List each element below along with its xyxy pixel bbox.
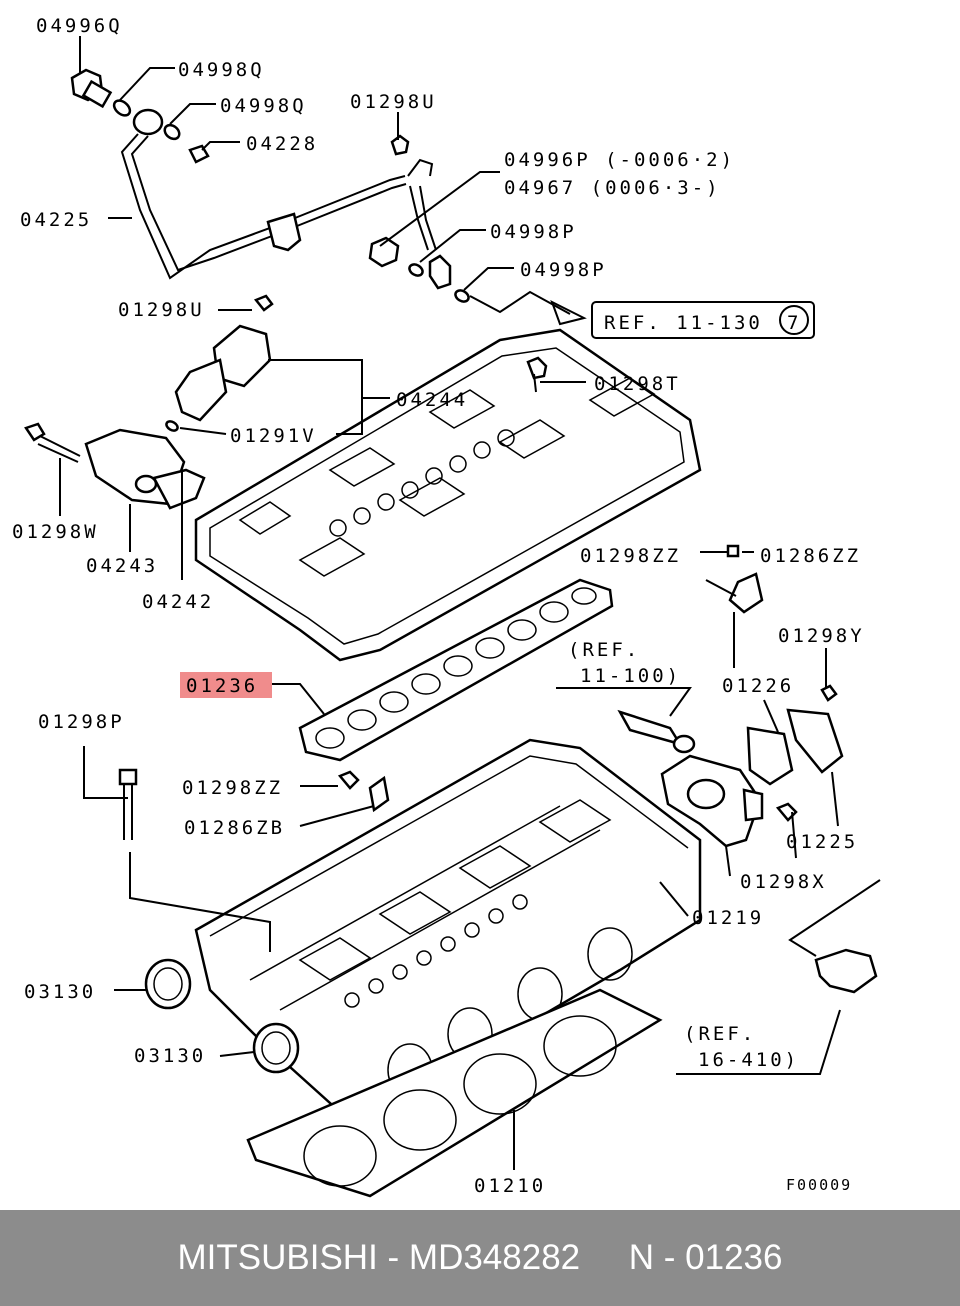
label-04228[interactable]: 04228 — [246, 133, 318, 155]
label-04998p-b[interactable]: 04998P — [520, 259, 607, 281]
label-01298w[interactable]: 01298W — [12, 521, 99, 543]
label-04967[interactable]: 04967 (0006·3-) — [504, 177, 721, 199]
ref-circle — [779, 305, 809, 335]
cylinder-head — [118, 738, 702, 1198]
ref-11-100-b[interactable]: 11-100) — [580, 665, 681, 687]
label-03130-a[interactable]: 03130 — [24, 981, 96, 1003]
label-04996q[interactable]: 04996Q — [36, 15, 123, 37]
ref-11-100-a[interactable]: (REF. — [568, 639, 640, 661]
rocker-cover — [194, 328, 702, 662]
leader-lines — [59, 36, 881, 1170]
label-01298x[interactable]: 01298X — [740, 871, 827, 893]
label-04243[interactable]: 04243 — [86, 555, 158, 577]
label-01298y[interactable]: 01298Y — [778, 625, 865, 647]
label-01226[interactable]: 01226 — [722, 675, 794, 697]
figure-code: F00009 — [786, 1176, 852, 1194]
parts-diagram: 04996Q 04998Q 04998Q 01298U 04228 04996P… — [12, 15, 881, 1198]
ref-16-410-b[interactable]: 16-410) — [698, 1049, 799, 1071]
label-01298zz-b[interactable]: 01298ZZ — [182, 777, 283, 799]
label-01286zz[interactable]: 01286ZZ — [760, 545, 861, 567]
label-01291v[interactable]: 01291V — [230, 425, 317, 447]
footer-bar: MITSUBISHI - MD348282 N - 01236 — [0, 1210, 960, 1306]
highlight-box — [180, 672, 272, 698]
oil-control-valve — [24, 294, 274, 510]
label-01298p[interactable]: 01298P — [38, 711, 125, 733]
label-04998p-a[interactable]: 04998P — [490, 221, 577, 243]
label-01286zb[interactable]: 01286ZB — [184, 817, 285, 839]
label-04996p[interactable]: 04996P (-0006·2) — [504, 149, 735, 171]
label-01298t[interactable]: 01298T — [594, 373, 681, 395]
ref-11-130[interactable]: REF. 11-130 — [604, 312, 763, 334]
label-03130-b[interactable]: 03130 — [134, 1045, 206, 1067]
label-04244[interactable]: 04244 — [396, 389, 468, 411]
label-04998q-b[interactable]: 04998Q — [220, 95, 307, 117]
label-04998q-a[interactable]: 04998Q — [178, 59, 265, 81]
oil-pipe-assembly — [70, 68, 470, 303]
ref-11-130-circle: 7 — [787, 312, 798, 334]
label-04242[interactable]: 04242 — [142, 591, 214, 613]
label-01225[interactable]: 01225 — [786, 831, 858, 853]
label-01219[interactable]: 01219 — [692, 907, 764, 929]
footer-text: MITSUBISHI - MD348282 N - 01236 — [177, 1238, 783, 1277]
right-side-components — [617, 544, 878, 994]
label-01298u-b[interactable]: 01298U — [118, 299, 205, 321]
label-01298u-a[interactable]: 01298U — [350, 91, 437, 113]
rocker-cover-gasket — [298, 578, 614, 762]
ref-box — [591, 301, 815, 339]
label-01210[interactable]: 01210 — [474, 1175, 546, 1197]
label-01236[interactable]: 01236 — [186, 675, 258, 697]
label-04225[interactable]: 04225 — [20, 209, 92, 231]
ref-16-410-a[interactable]: (REF. — [684, 1023, 756, 1045]
part-labels: 04996Q 04998Q 04998Q 01298U 04228 04996P… — [12, 15, 865, 1197]
label-01298zz-a[interactable]: 01298ZZ — [580, 545, 681, 567]
